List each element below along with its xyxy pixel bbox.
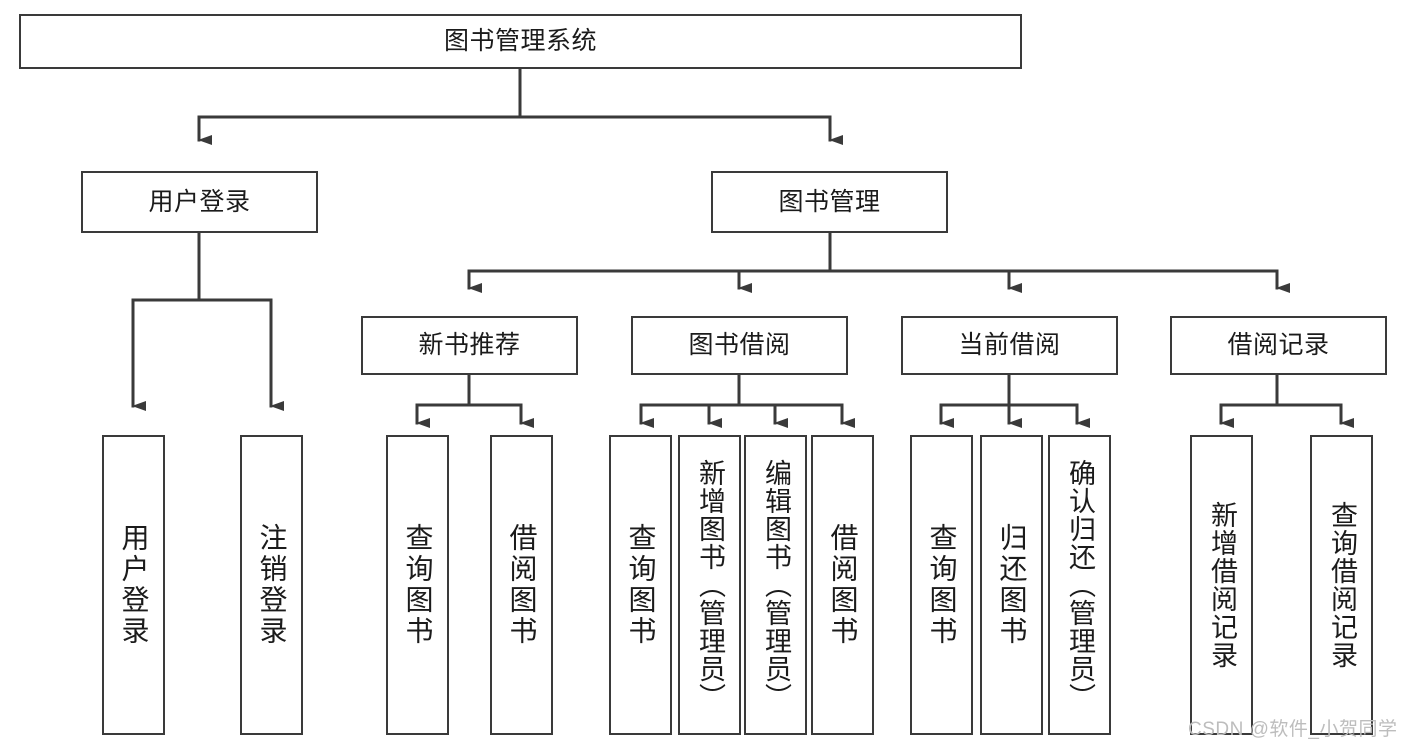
node-leaf-query-borrow-record[interactable]: 查询借阅记录 bbox=[1310, 435, 1373, 735]
node-leaf-query-book-current[interactable]: 查询图书 bbox=[910, 435, 973, 735]
node-label: 查询图书 bbox=[402, 523, 434, 647]
node-label: 编辑图书（管理员） bbox=[761, 459, 791, 711]
node-new-book-recommend[interactable]: 新书推荐 bbox=[361, 316, 578, 375]
node-label: 确认归还（管理员） bbox=[1065, 459, 1095, 711]
node-label: 查询借阅记录 bbox=[1327, 501, 1357, 669]
node-label: 新增图书（管理员） bbox=[695, 459, 725, 711]
node-borrow-record[interactable]: 借阅记录 bbox=[1170, 316, 1387, 375]
node-leaf-return-book[interactable]: 归还图书 bbox=[980, 435, 1043, 735]
node-leaf-add-book-admin[interactable]: 新增图书（管理员） bbox=[678, 435, 741, 735]
node-label: 用户登录 bbox=[118, 523, 150, 647]
node-book-manage[interactable]: 图书管理 bbox=[711, 171, 948, 233]
node-label: 图书管理系统 bbox=[443, 27, 597, 55]
node-book-borrow[interactable]: 图书借阅 bbox=[631, 316, 848, 375]
node-leaf-query-book-borrow[interactable]: 查询图书 bbox=[609, 435, 672, 735]
node-label: 图书管理 bbox=[778, 187, 881, 216]
node-leaf-user-login[interactable]: 用户登录 bbox=[102, 435, 165, 735]
node-label: 注销登录 bbox=[256, 523, 288, 647]
node-leaf-query-book-recommend[interactable]: 查询图书 bbox=[386, 435, 449, 735]
csdn-watermark: CSDN @软件_小贺同学 bbox=[1188, 719, 1398, 740]
node-leaf-logout-login[interactable]: 注销登录 bbox=[240, 435, 303, 735]
node-current-borrow[interactable]: 当前借阅 bbox=[901, 316, 1118, 375]
node-label: 用户登录 bbox=[148, 187, 251, 216]
node-label: 当前借阅 bbox=[958, 331, 1061, 359]
node-root-system[interactable]: 图书管理系统 bbox=[19, 14, 1022, 69]
node-label: 借阅记录 bbox=[1227, 331, 1330, 359]
node-user-login[interactable]: 用户登录 bbox=[81, 171, 318, 233]
node-label: 图书借阅 bbox=[688, 331, 791, 359]
node-leaf-confirm-return-admin[interactable]: 确认归还（管理员） bbox=[1048, 435, 1111, 735]
node-label: 新增借阅记录 bbox=[1207, 501, 1237, 669]
node-leaf-borrow-book-recommend[interactable]: 借阅图书 bbox=[490, 435, 553, 735]
node-label: 查询图书 bbox=[625, 523, 657, 647]
node-leaf-borrow-book-borrow[interactable]: 借阅图书 bbox=[811, 435, 874, 735]
node-leaf-edit-book-admin[interactable]: 编辑图书（管理员） bbox=[744, 435, 807, 735]
node-label: 借阅图书 bbox=[827, 523, 859, 647]
node-label: 查询图书 bbox=[926, 523, 958, 647]
node-label: 新书推荐 bbox=[418, 331, 521, 359]
node-label: 借阅图书 bbox=[506, 523, 538, 647]
node-label: 归还图书 bbox=[996, 523, 1028, 647]
node-leaf-add-borrow-record[interactable]: 新增借阅记录 bbox=[1190, 435, 1253, 735]
